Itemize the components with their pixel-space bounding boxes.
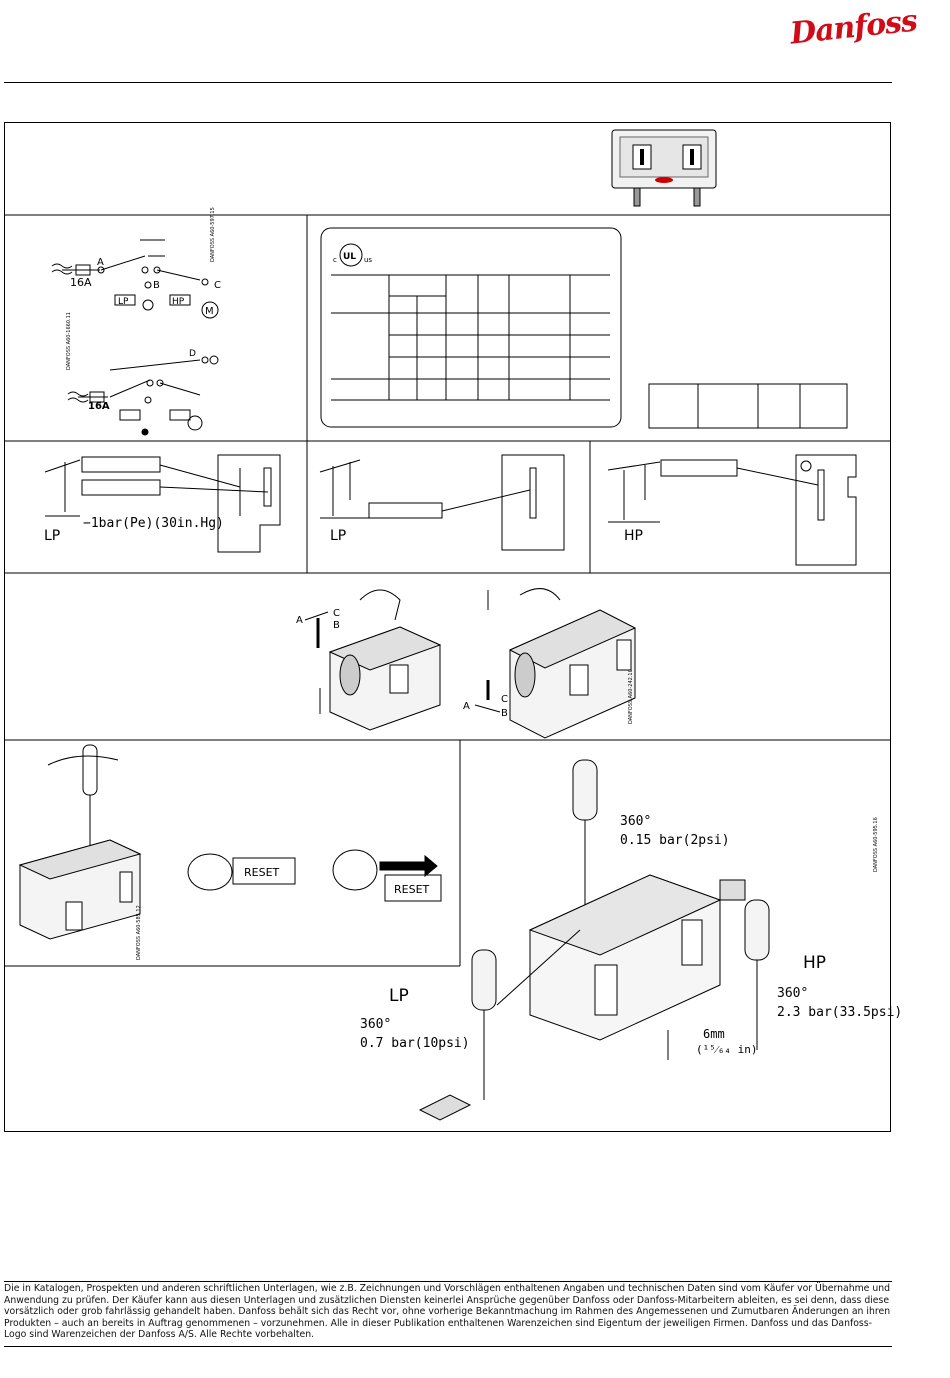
wiring-diagram-2 — [67, 355, 219, 436]
adjustment-illustration — [418, 759, 770, 1121]
setting-diagram-hp — [607, 454, 857, 566]
lp-bellows-label: LP — [118, 297, 129, 307]
hole-diameter: 6mm — [703, 1027, 725, 1041]
hp-bellows-label: HP — [172, 297, 185, 307]
motor-label: M — [205, 306, 214, 317]
reset-drawing-code: DANFOSS A60-242.10 — [628, 669, 634, 724]
reset-illustration-1 — [304, 589, 442, 731]
top-adjust-degrees: 360° — [620, 814, 651, 829]
hp-adjust-title: HP — [803, 953, 826, 973]
drawing-code-2: DANFOSS A60-1660.11 — [66, 312, 72, 370]
reset-illustration-2 — [474, 588, 637, 739]
setting-hp-label: HP — [624, 528, 643, 544]
terminal-c: C — [214, 280, 221, 291]
lp-adjust-title: LP — [389, 986, 409, 1006]
setting-lp2-label: LP — [330, 528, 346, 544]
top-adjust-value: 0.15 bar(2psi) — [620, 833, 730, 848]
hole-diameter-inch: (¹⁵⁄₆₄ in) — [696, 1043, 757, 1056]
drawing-code-1: DANFOSS A60-597.15 — [210, 207, 216, 262]
ul-mark: UL — [343, 252, 356, 262]
hp-adjust-degrees: 360° — [777, 986, 808, 1001]
setting-diagram-lp-2 — [319, 454, 565, 551]
terminal-b: B — [153, 280, 160, 291]
reset-button-label-2: RESET — [394, 883, 430, 896]
wiring-diagram-1 — [51, 239, 219, 319]
hp-adjust-value: 2.3 bar(33.5psi) — [777, 1005, 902, 1020]
footer-rule-bottom — [4, 1346, 892, 1347]
fuse-label-2: 16A — [88, 401, 110, 412]
reset2-terminal-a: A — [463, 701, 470, 712]
footer-rule-top — [4, 1281, 892, 1282]
setting-lp-label: LP — [44, 528, 60, 544]
setting-lp-note: −1bar(Pe)(30in.Hg) — [83, 516, 224, 531]
adjust-drawing-code: DANFOSS A60-595.16 — [873, 817, 879, 872]
setting-diagram-lp — [44, 454, 281, 553]
terminal-a: A — [97, 257, 104, 268]
reset-terminal-b: B — [333, 620, 340, 631]
lp-adjust-value: 0.7 bar(10psi) — [360, 1036, 470, 1051]
reset2-terminal-b: B — [501, 708, 508, 719]
terminal-d: D — [189, 349, 196, 359]
ul-c: c — [333, 256, 337, 264]
instruction-frame — [4, 122, 891, 1132]
reset2-terminal-c: C — [501, 694, 508, 705]
reset-convert-illustration — [18, 744, 442, 940]
footer-disclaimer: Die in Katalogen, Prospekten und anderen… — [4, 1283, 891, 1340]
convert-drawing-code: DANFOSS A60-585.12 — [136, 905, 142, 960]
reset-terminal-a: A — [296, 615, 303, 626]
ul-us: us — [364, 256, 372, 264]
reset-button-label: RESET — [244, 866, 280, 879]
header-rule — [4, 82, 892, 83]
reset-terminal-c: C — [333, 608, 340, 619]
product-photo — [611, 129, 717, 207]
fuse-label: 16A — [70, 276, 92, 289]
lp-adjust-degrees: 360° — [360, 1017, 391, 1032]
ul-rating-panel — [320, 227, 848, 429]
